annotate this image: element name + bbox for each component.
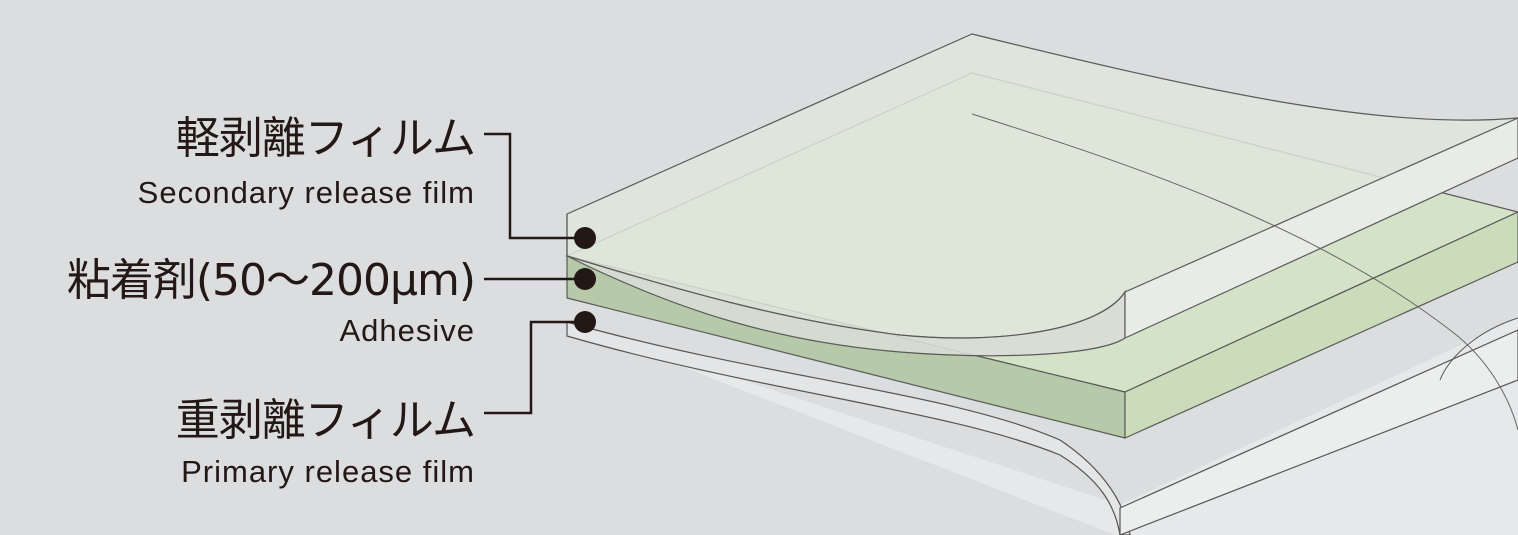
leader-lines — [484, 132, 583, 415]
primary-release-film-label-en: Primary release film — [181, 454, 475, 489]
secondary-release-film-label-en: Secondary release film — [137, 175, 475, 210]
primary-film-side-face — [1119, 329, 1518, 535]
primary-release-film-label-jp: 重剥離フィルム — [175, 395, 476, 446]
adhesive-marker-dot — [574, 268, 596, 290]
secondary-film-peel-curve — [971, 113, 1518, 431]
primary-release-film-layer — [566, 317, 1518, 535]
secondary-film-peel-side — [1124, 117, 1518, 339]
secondary-leader-line — [484, 132, 583, 240]
primary-leader-line — [484, 320, 583, 415]
primary-film-curl-edge — [1439, 317, 1518, 381]
adhesive-label-en: Adhesive — [339, 313, 475, 348]
primary-film-top-face — [567, 318, 1518, 535]
secondary-release-film-layer — [566, 33, 1518, 431]
primary-film-front-face — [566, 321, 1131, 535]
primary-marker-dot — [574, 311, 596, 333]
adhesive-side-face — [1124, 211, 1518, 439]
secondary-release-film-label-jp: 軽剥離フィルム — [175, 113, 476, 164]
secondary-marker-dot — [574, 227, 596, 249]
marker-dots — [574, 227, 596, 333]
adhesive-label-jp: 粘着剤(50〜200μm) — [66, 255, 476, 306]
